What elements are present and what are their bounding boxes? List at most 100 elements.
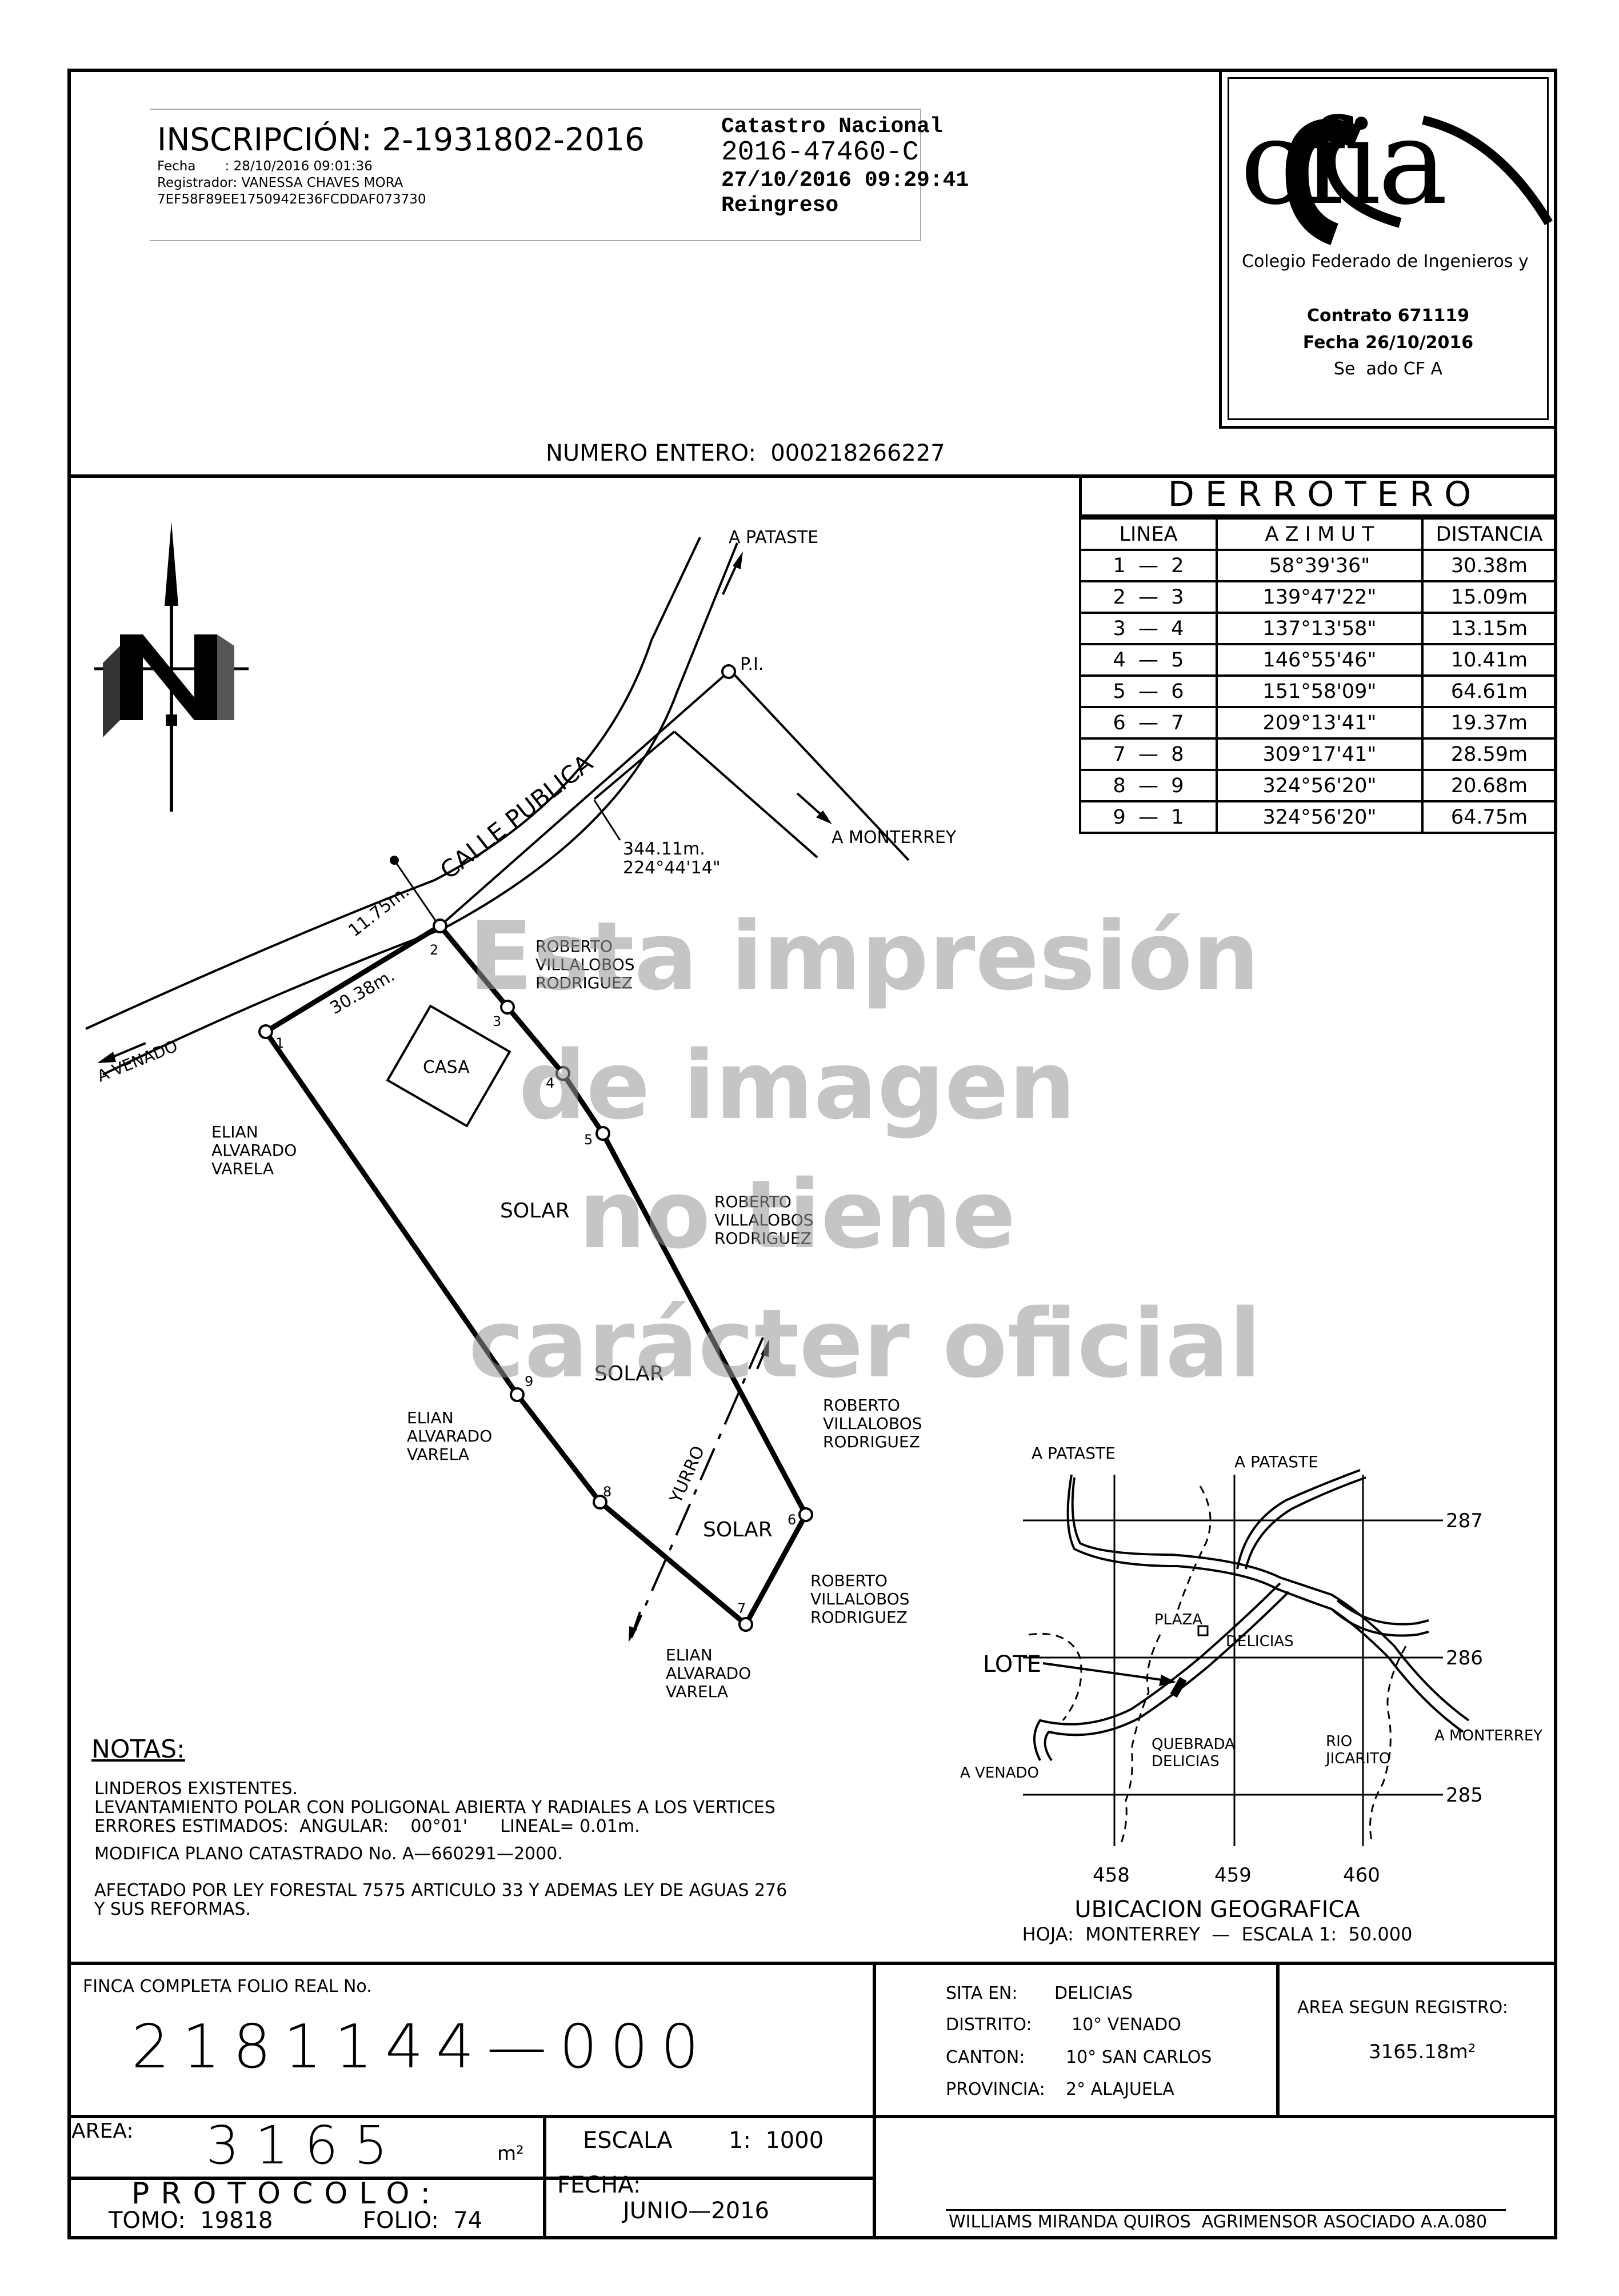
folio-value: FOLIO: 74 [363, 2207, 483, 2234]
neighbor-text: VARELA [666, 1682, 728, 1701]
footer-h-1 [67, 2115, 1557, 2118]
escala-value: 1: 1000 [729, 2127, 824, 2154]
neighbor-text: ELIAN [407, 1408, 454, 1427]
casa-outline [386, 1004, 511, 1128]
finca-number: 2181144—000 [131, 2012, 712, 2082]
pi-leader [593, 800, 621, 841]
lote-arrowhead-icon [1159, 1675, 1176, 1686]
header-rule-top [150, 109, 921, 110]
area-unit: m² [497, 2142, 524, 2165]
label-solar-1: SOLAR [500, 1199, 570, 1223]
point-1 [258, 1024, 273, 1039]
neighbor-text: ELIAN [666, 1646, 713, 1664]
row-distancia: 64.61m [1421, 674, 1557, 708]
label-point-7: 7 [737, 1600, 746, 1616]
label-point-3: 3 [493, 1013, 501, 1029]
main-road-2 [1066, 1474, 1464, 1733]
label-point-6: 6 [787, 1512, 796, 1528]
label-dist-pi: 344.11m. [623, 839, 705, 859]
arrow-monterrey-icon [796, 792, 832, 824]
river-quebrada [1119, 1634, 1161, 1847]
row-linea: 3 — 4 [1079, 612, 1218, 645]
agrimensor-name: WILLIAMS MIRANDA QUIROS AGRIMENSOR ASOCI… [949, 2212, 1488, 2232]
row-linea: 4 — 5 [1079, 643, 1218, 677]
map-label-a-pataste-left: A PATASTE [1032, 1444, 1116, 1463]
arrow-venado-icon [97, 1042, 146, 1063]
width-dot [390, 856, 399, 865]
neighbor-text: RODRIGUEZ [535, 973, 633, 992]
river-jicarito [1369, 1646, 1407, 1841]
provincia-value: 2° ALAJUELA [1066, 2079, 1174, 2099]
notas-line-6: Y SUS REFORMAS. [94, 1899, 251, 1919]
point-3 [500, 1000, 515, 1015]
header-linea: LINEA [1079, 517, 1218, 551]
label-point-1: 1 [275, 1035, 284, 1051]
row-linea: 6 — 7 [1079, 706, 1218, 740]
neighbor-text: ROBERTO [535, 937, 613, 956]
row-distancia: 20.68m [1421, 769, 1557, 802]
arrow-yurro-bottom-icon [629, 1611, 641, 1642]
footer-h-2 [67, 2177, 876, 2180]
header-rule-right [920, 109, 921, 241]
notas-line-2: LEVANTAMIENTO POLAR CON POLIGONAL ABIERT… [94, 1798, 775, 1818]
row-azimut: 324°56'20" [1216, 800, 1424, 834]
lote-marker [1170, 1676, 1187, 1698]
road-venado [1033, 1582, 1281, 1761]
label-point-8: 8 [603, 1484, 611, 1500]
row-linea: 9 — 1 [1079, 800, 1218, 834]
header-divider [67, 474, 1557, 478]
pi-point [721, 664, 736, 679]
label-a-monterrey: A MONTERREY [832, 828, 957, 848]
neighbor-text: VILLALOBOS [535, 955, 635, 974]
cfia-seal-box [1219, 69, 1557, 429]
neighbor-roberto-a: ROBERTO VILLALOBOS RODRIGUEZ [535, 937, 635, 992]
footer-v-2 [1276, 1962, 1280, 2116]
inscripcion-hash: 7EF58F89EE1750942E36FCDDAF073730 [157, 192, 426, 207]
catastro-title: Catastro Nacional [721, 114, 943, 139]
neighbor-elian-c: ELIAN ALVARADO VARELA [666, 1646, 751, 1701]
notas-line-4: MODIFICA PLANO CATASTRADO No. A—660291—2… [94, 1844, 563, 1864]
distrito-label: DISTRITO: [946, 2015, 1032, 2035]
footer-divider [67, 1962, 1557, 1965]
neighbor-elian-a: ELIAN ALVARADO VARELA [211, 1123, 297, 1178]
neighbor-text: RODRIGUEZ [823, 1432, 920, 1451]
row-azimut: 309°17'41" [1216, 737, 1424, 771]
survey-points [258, 919, 813, 1632]
label-point-2: 2 [430, 942, 438, 958]
neighbor-text: ALVARADO [666, 1664, 751, 1683]
neighbor-text: ALVARADO [407, 1427, 492, 1446]
label-az-pi: 224°44'14" [623, 858, 721, 878]
derrotero-header-row: LINEA A Z I M U T DISTANCIA [1079, 517, 1557, 551]
neighbor-text: VILLALOBOS [810, 1590, 910, 1608]
neighbor-roberto-b: ROBERTO VILLALOBOS RODRIGUEZ [714, 1192, 814, 1248]
row-linea: 1 — 2 [1079, 549, 1218, 582]
label-calle-publica: CALLE PUBLICA [435, 749, 598, 885]
neighbor-text: ROBERTO [810, 1571, 888, 1590]
area-value: 3165 [206, 2115, 404, 2176]
label-solar-3: SOLAR [703, 1518, 773, 1542]
area-registro-label: AREA SEGUN REGISTRO: [1297, 1998, 1508, 2018]
row-linea: 7 — 8 [1079, 737, 1218, 771]
watermark-line: de imagen [518, 1031, 1076, 1140]
point-6 [798, 1507, 813, 1522]
map-label-a-venado: A VENADO [960, 1764, 1039, 1782]
neighbor-elian-b: ELIAN ALVARADO VARELA [407, 1408, 492, 1464]
map-label-rio: RIO [1326, 1733, 1352, 1750]
label-a-pataste: A PATASTE [729, 528, 818, 548]
notas-line-5: AFECTADO POR LEY FORESTAL 7575 ARTICULO … [94, 1880, 787, 1900]
provincia-label: PROVINCIA: [946, 2079, 1045, 2099]
map-label-lote: LOTE [983, 1651, 1041, 1678]
catastro-number: 2016-47460-C [721, 137, 919, 168]
map-label-rio-2: JICARITO [1325, 1750, 1390, 1767]
arrow-pataste-icon [722, 552, 743, 595]
label-point-5: 5 [584, 1132, 593, 1148]
road-east-2 [1336, 1599, 1429, 1626]
map-label-458: 458 [1093, 1864, 1130, 1887]
neighbor-text: ROBERTO [714, 1192, 791, 1211]
canton-value: 10° SAN CARLOS [1066, 2047, 1212, 2067]
